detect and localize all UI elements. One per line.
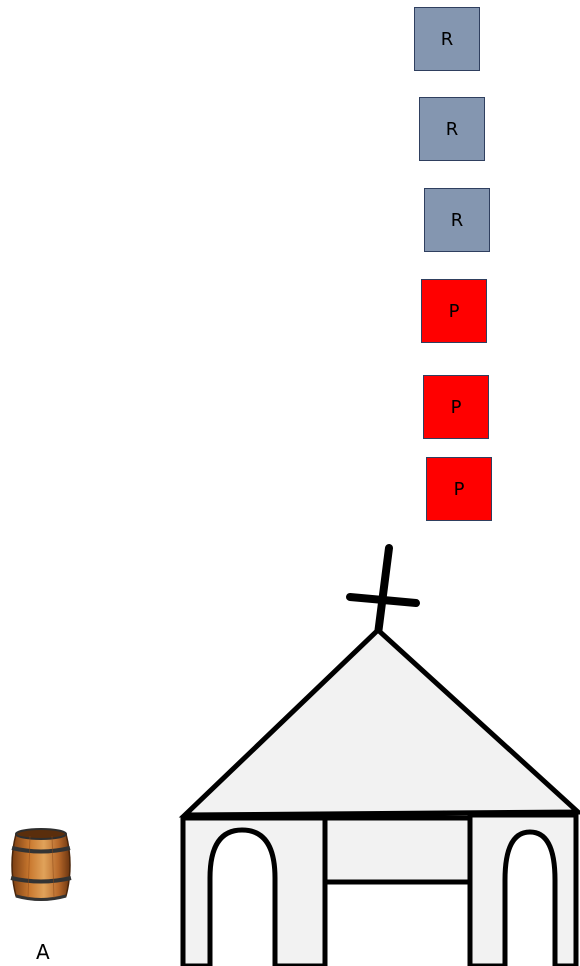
church-left-door bbox=[207, 827, 278, 966]
box-r-3: R bbox=[424, 188, 490, 252]
box-p-1: P bbox=[421, 279, 487, 343]
box-p-3-label: P bbox=[453, 478, 465, 500]
box-r-2: R bbox=[419, 97, 485, 161]
church-right-door bbox=[502, 829, 558, 966]
box-r-1: R bbox=[414, 7, 480, 71]
box-p-2: P bbox=[423, 375, 489, 439]
box-p-3: P bbox=[426, 457, 492, 521]
church-roof bbox=[178, 626, 580, 818]
barrel-icon bbox=[10, 828, 72, 901]
box-p-1-label: P bbox=[448, 300, 460, 322]
box-r-2-label: R bbox=[445, 118, 459, 140]
box-p-2-label: P bbox=[450, 396, 462, 418]
church-middle-wall bbox=[320, 815, 479, 885]
box-r-3-label: R bbox=[450, 209, 464, 231]
barrel-label: A bbox=[36, 940, 50, 964]
box-r-1-label: R bbox=[440, 28, 454, 50]
cross-icon bbox=[346, 544, 420, 638]
